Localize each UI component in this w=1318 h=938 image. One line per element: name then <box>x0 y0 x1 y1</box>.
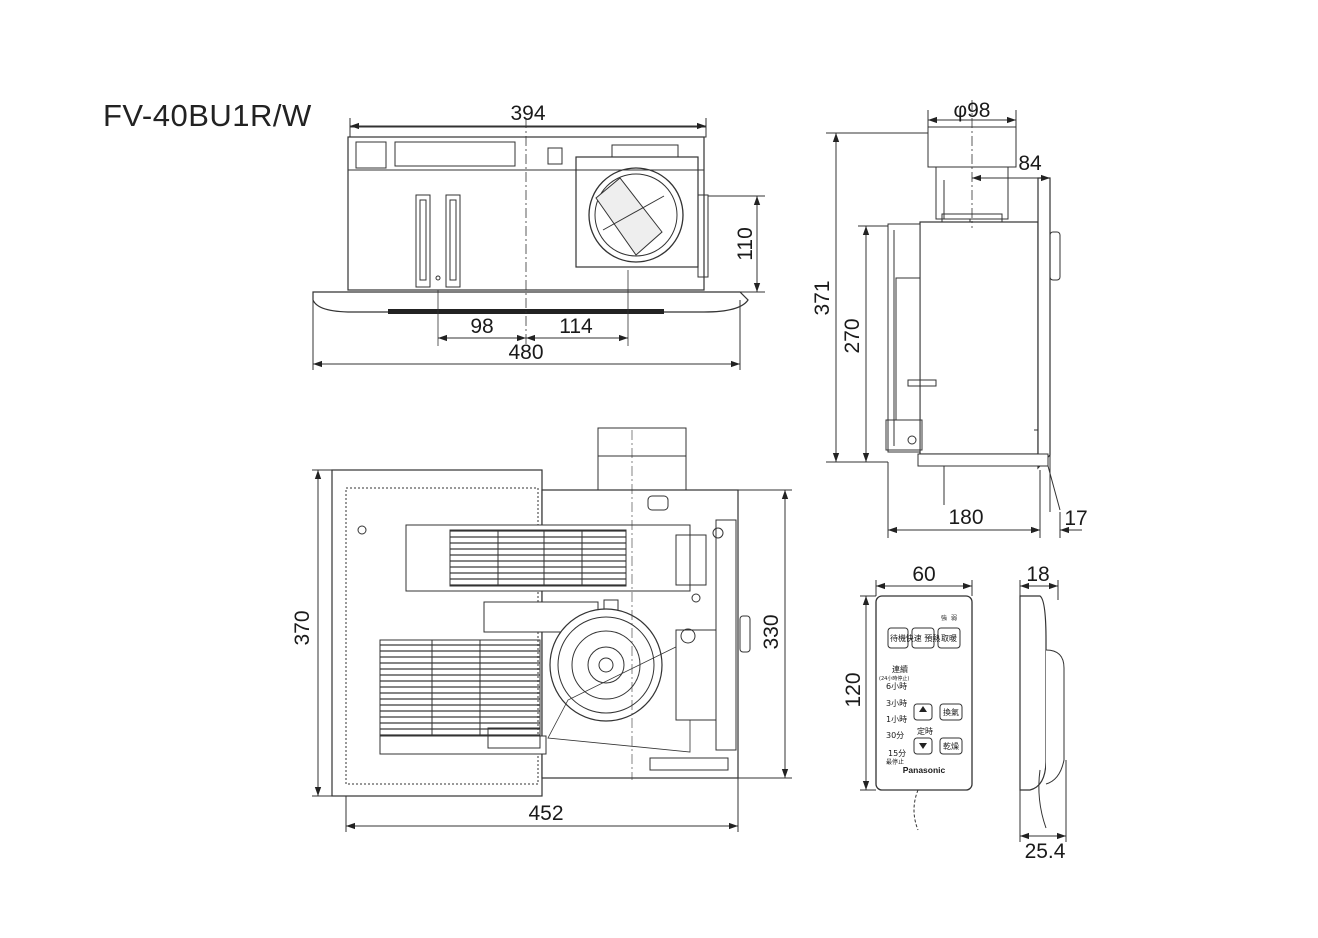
dim-side-panel-thickness: 17 <box>1064 507 1087 530</box>
remote-led-label-weak: 弱 <box>951 615 957 622</box>
remote-label-6h: 6小時 <box>886 682 907 691</box>
remote-label-3h: 3小時 <box>886 699 907 708</box>
remote-btn-quick-heat: 快速 預熱 <box>906 633 941 643</box>
remote-label-30m: 30分 <box>886 731 904 740</box>
remote-btn-heating: 取暖 <box>941 634 957 643</box>
remote-label-continuous-sub: (24小時停止) <box>879 675 909 682</box>
remote-label-1h: 1小時 <box>886 715 907 724</box>
remote-btn-standby: 待機 <box>890 633 906 643</box>
dim-front-duct-height: 110 <box>734 227 757 260</box>
remote-brand: Panasonic <box>903 765 946 775</box>
remote-label-15m: 15分 <box>888 749 906 758</box>
dim-side-duct-offset: 84 <box>1018 152 1042 175</box>
plan-view <box>312 427 792 832</box>
dim-front-panel-width: 480 <box>508 341 543 364</box>
dim-side-duct-diameter: φ98 <box>954 99 991 122</box>
dim-remote-depth: 18 <box>1026 563 1049 586</box>
side-view <box>826 100 1082 538</box>
dim-side-total-height: 371 <box>811 280 834 315</box>
remote-label-continuous: 連續 <box>892 664 908 674</box>
down-arrow-icon <box>919 743 927 749</box>
remote-btn-ventilate: 換氣 <box>943 707 959 717</box>
dim-front-offset-right: 114 <box>559 315 593 338</box>
dim-remote-height: 120 <box>842 672 865 707</box>
dim-plan-body-height: 330 <box>760 614 783 649</box>
dim-plan-width: 452 <box>528 802 563 825</box>
dim-side-body-height: 270 <box>841 318 864 353</box>
dim-front-width-top: 394 <box>510 102 545 125</box>
dim-front-offset-left: 98 <box>470 315 493 338</box>
dim-side-depth: 180 <box>948 506 983 529</box>
remote-control <box>860 580 973 831</box>
remote-label-stop: 最停止 <box>886 758 904 766</box>
model-title: FV-40BU1R/W <box>103 98 312 133</box>
dim-plan-height: 370 <box>291 610 314 645</box>
remote-side-view <box>1019 580 1067 842</box>
remote-timer-label: 定時 <box>917 726 933 736</box>
dim-remote-depth-total: 25.4 <box>1025 840 1066 863</box>
up-arrow-icon <box>919 706 927 712</box>
front-view <box>312 118 765 370</box>
remote-led-label-strong: 強 <box>941 614 947 622</box>
dim-remote-width: 60 <box>912 563 935 586</box>
remote-btn-dry: 乾燥 <box>943 741 959 751</box>
